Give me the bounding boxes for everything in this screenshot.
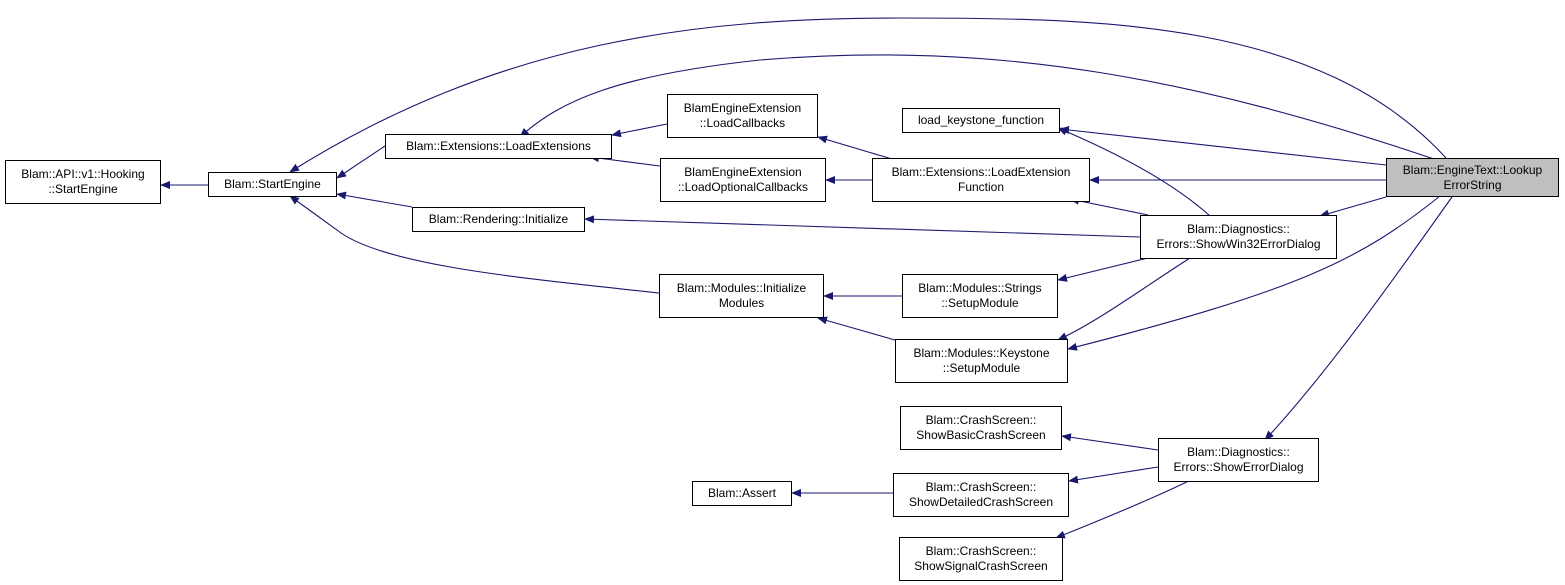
edge-error-dialog-to-detailed-crash xyxy=(1068,466,1159,484)
edge-error-dialog-to-basic-crash xyxy=(1061,433,1159,451)
node-assert[interactable]: Blam::Assert xyxy=(692,481,792,506)
edge-lookup-to-load-extensions xyxy=(519,54,1438,161)
node-show-basic-crash-screen[interactable]: Blam::CrashScreen:: ShowBasicCrashScreen xyxy=(900,406,1062,450)
edge-lookup-to-win32 xyxy=(1319,196,1387,218)
edge-load-extensions-to-start xyxy=(336,145,386,179)
edge-keystone-to-modules-init xyxy=(817,316,896,341)
edge-lookup-to-error-dialog xyxy=(1264,196,1453,441)
edge-modules-init-to-start xyxy=(289,195,660,294)
node-show-win32-error-dialog[interactable]: Blam::Diagnostics:: Errors::ShowWin32Err… xyxy=(1140,215,1337,259)
node-start-engine[interactable]: Blam::StartEngine xyxy=(208,172,337,197)
node-hooking-start-engine[interactable]: Blam::API::v1::Hooking ::StartEngine xyxy=(5,160,161,204)
node-modules-initialize[interactable]: Blam::Modules::Initialize Modules xyxy=(659,274,824,318)
node-load-callbacks[interactable]: BlamEngineExtension ::LoadCallbacks xyxy=(667,94,818,138)
edge-load-ext-function-to-load-callbacks xyxy=(817,135,893,160)
edge-load-callbacks-to-load-extensions xyxy=(611,123,668,138)
node-load-keystone-function[interactable]: load_keystone_function xyxy=(902,108,1060,133)
edge-win32-to-rendering xyxy=(584,215,1141,238)
node-load-extension-function[interactable]: Blam::Extensions::LoadExtension Function xyxy=(872,158,1090,202)
edge-lookup-to-keystone xyxy=(1067,195,1441,351)
node-rendering-initialize[interactable]: Blam::Rendering::Initialize xyxy=(412,207,585,232)
edge-lookup-to-load-keystone xyxy=(1059,126,1387,166)
node-lookup-error-string[interactable]: Blam::EngineText::Lookup ErrorString xyxy=(1386,158,1559,197)
edge-win32-to-strings xyxy=(1057,257,1149,282)
node-show-detailed-crash-screen[interactable]: Blam::CrashScreen:: ShowDetailedCrashScr… xyxy=(893,473,1069,517)
edge-win32-to-keystone xyxy=(1057,257,1191,341)
edge-win32-to-load-keystone xyxy=(1057,127,1211,217)
edge-error-dialog-to-signal-crash xyxy=(1055,477,1196,539)
node-show-signal-crash-screen[interactable]: Blam::CrashScreen:: ShowSignalCrashScree… xyxy=(899,537,1063,581)
node-load-optional-callbacks[interactable]: BlamEngineExtension ::LoadOptionalCallba… xyxy=(660,158,826,202)
node-strings-setup-module[interactable]: Blam::Modules::Strings ::SetupModule xyxy=(902,274,1058,318)
node-load-extensions[interactable]: Blam::Extensions::LoadExtensions xyxy=(385,134,612,159)
node-keystone-setup-module[interactable]: Blam::Modules::Keystone ::SetupModule xyxy=(895,339,1068,383)
edge-lookup-to-start xyxy=(289,17,1447,173)
node-show-error-dialog[interactable]: Blam::Diagnostics:: Errors::ShowErrorDia… xyxy=(1158,438,1319,482)
edge-rendering-to-start xyxy=(336,191,413,208)
